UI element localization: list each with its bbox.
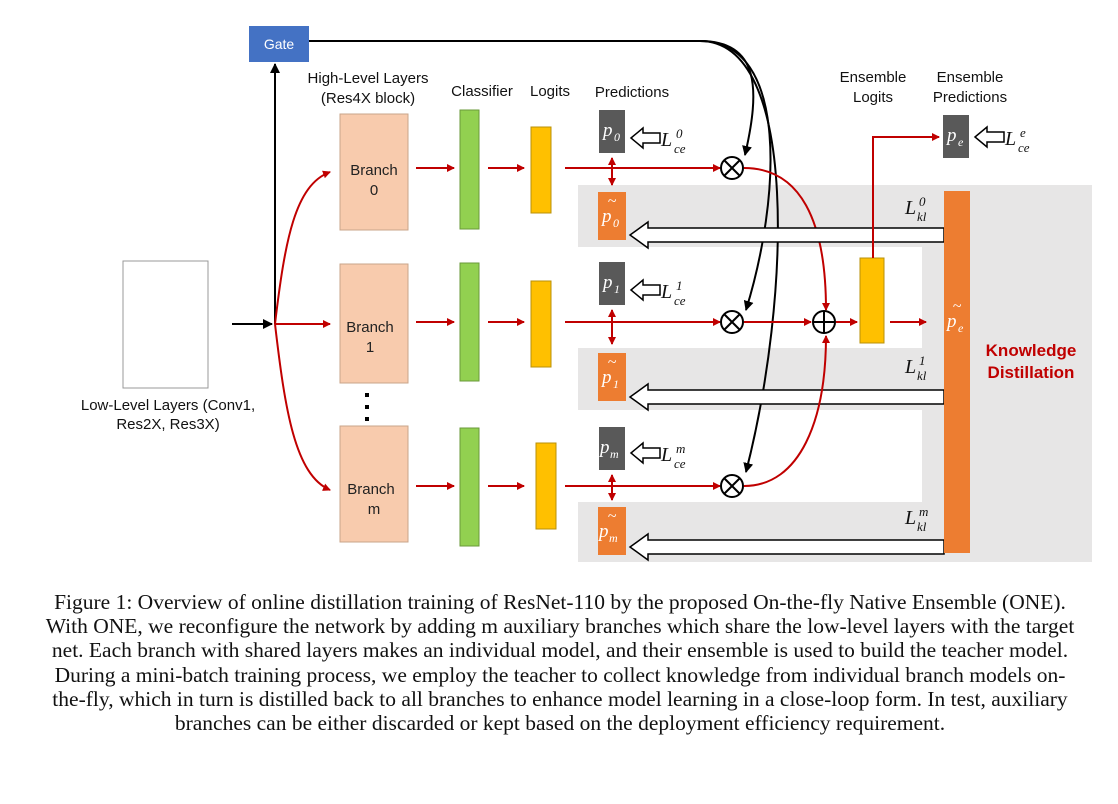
branch-0-word: Branch [350,162,398,179]
loss-cem-L: L [660,444,672,466]
low-level-label-2: Res2X, Res3X) [116,416,219,433]
soft-pm-symbol: p [597,521,609,542]
kl-arrow-1 [628,382,945,412]
pe-symbol: p [945,125,957,146]
soft-p1-tilde: ~ [608,354,617,371]
branch-1-word: Branch [346,319,394,336]
branch-0-block [339,113,409,231]
one-architecture-diagram: Low-Level Layers (Conv1, Res2X, Res3X) G… [81,26,1092,562]
branch-m-word: Branch [347,481,395,498]
soft-prediction-p1 [598,353,626,401]
sum-icon [812,310,836,334]
ensemble-logits-block [859,257,885,344]
branch-1-index: 1 [366,339,374,356]
soft-p0-subscript: 0 [613,216,619,230]
logits-title: Logits [530,83,570,100]
loss-cem-sub: ce [674,456,686,471]
figure-caption: Figure 1: Overview of online distillatio… [45,590,1075,736]
soft-p0-symbol: p [600,206,612,227]
p1-subscript: 1 [614,282,620,296]
p1-symbol: p [601,272,613,293]
multiply-icon-1 [720,310,744,334]
ensemble-predictions-title-2: Predictions [933,89,1007,106]
loss-cee-L: L [1004,128,1016,150]
loss-kl1-sub: kl [917,368,927,383]
branch-m-index: m [368,501,381,518]
ensemble-prediction-pe [943,115,969,158]
loss-ce0-L: L [660,129,672,151]
multiply-icon-0 [720,156,744,180]
pm-symbol: p [598,437,610,458]
loss-ce1-L: L [660,281,672,303]
ensemble-logits-title-2: Logits [853,89,893,106]
loss-ce1-sup: 1 [676,278,683,293]
hollow-arrow-icon-ce1 [629,278,661,302]
ensemble-logits-title-1: Ensemble [840,69,907,86]
predictions-title: Predictions [595,84,669,101]
hollow-arrow-icon-cem [629,441,661,465]
loss-kl0-sub: kl [917,209,927,224]
prediction-pm [599,427,625,470]
knowledge-label: Knowledge [986,341,1077,360]
soft-p0-tilde: ~ [608,193,617,210]
kl-arrow-m [628,532,945,562]
logits-1 [530,280,552,368]
soft-pe-tilde: ~ [953,298,962,315]
loss-cem-sup: m [676,441,685,456]
soft-pe-symbol: p [945,311,957,332]
classifier-1 [459,262,480,382]
loss-ce1-sub: ce [674,293,686,308]
prediction-p0 [599,110,625,153]
gate-box [249,26,309,62]
kl-arrow-0 [628,220,945,250]
soft-p1-subscript: 1 [613,377,619,391]
branch-0-index: 0 [370,182,378,199]
loss-kl0-sup: 0 [919,194,926,209]
loss-klm-L: L [904,507,916,529]
p0-symbol: p [601,120,613,141]
hollow-arrow-icon-ce0 [629,126,661,150]
loss-cee-sub: ce [1018,140,1030,155]
loss-ce0-sup: 0 [676,126,683,141]
res4x-block-title: (Res4X block) [321,90,415,107]
prediction-p1 [599,262,625,305]
soft-prediction-pm [598,507,626,555]
pe-subscript: e [958,135,964,149]
loss-kl0-L: L [904,197,916,219]
branch-m-block [339,425,409,543]
soft-pm-subscript: m [609,531,618,545]
p0-subscript: 0 [614,130,620,144]
low-level-label-1: Low-Level Layers (Conv1, [81,397,255,414]
ellipsis-dots [365,393,369,421]
loss-ce0-sub: ce [674,141,686,156]
loss-klm-sup: m [919,504,928,519]
loss-kl1-L: L [904,356,916,378]
classifier-0 [459,109,480,230]
logits-0 [530,126,552,214]
distillation-label: Distillation [988,363,1075,382]
pm-subscript: m [610,447,619,461]
high-level-layers-title: High-Level Layers [308,70,429,87]
ensemble-soft-prediction-bar [944,191,970,553]
soft-prediction-p0 [598,192,626,240]
ensemble-predictions-title-1: Ensemble [937,69,1004,86]
low-level-layers-box [122,260,209,389]
soft-pm-tilde: ~ [608,508,617,525]
classifier-title: Classifier [451,83,513,100]
loss-cee-sup: e [1020,125,1026,140]
loss-kl1-sup: 1 [919,353,926,368]
hollow-arrow-icon-cee [973,125,1005,149]
branch-1-block [339,263,409,384]
logits-m [535,442,557,530]
soft-p1-symbol: p [600,367,612,388]
soft-pe-subscript: e [958,321,964,335]
loss-klm-sub: kl [917,519,927,534]
multiply-icon-m [720,474,744,498]
gate-label: Gate [264,36,295,52]
classifier-m [459,427,480,547]
